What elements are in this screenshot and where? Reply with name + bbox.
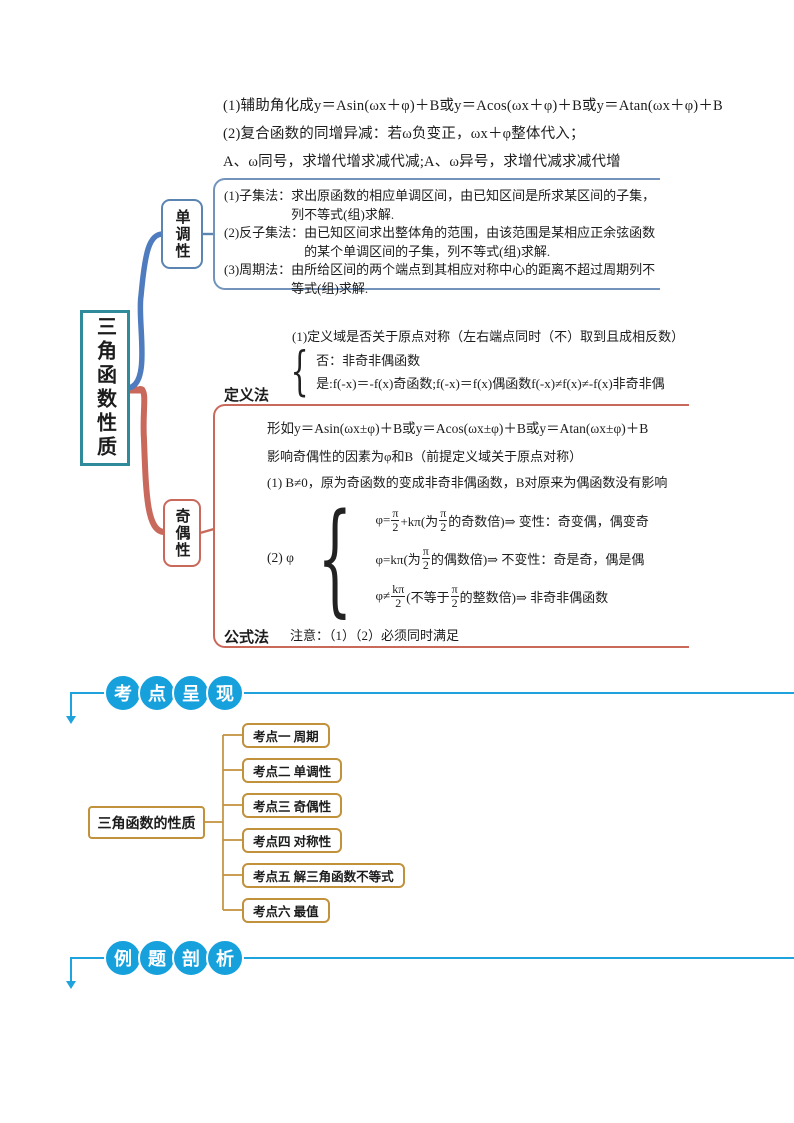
tree-leaf-monotonicity[interactable]: 考点二 单调性: [242, 758, 343, 783]
left-brace-icon: {: [290, 342, 309, 402]
tree-leaf-symmetry[interactable]: 考点四 对称性: [242, 828, 343, 853]
kaodian-circle-3: 呈: [172, 674, 210, 712]
kaodian-circle-2: 点: [138, 674, 176, 712]
formula-note: 注意：（1）（2）必须同时满足: [290, 628, 460, 643]
mindmap-node-monotonicity[interactable]: 单调性: [161, 199, 203, 269]
top-note-line-2: (2)复合函数的同增异减：若ω负变正，ωx＋φ整体代入；: [223, 126, 585, 142]
monotonicity-item: (3)周期法： 由所给区间的两个端点到其相应对称中心的距离不超过周期列不等式(组…: [224, 261, 656, 298]
liti-circle-2: 题: [138, 939, 176, 977]
item-body: 由已知区间求出整体角的范围，由该范围是某相应正余弦函数的某个单调区间的子集，列不…: [304, 225, 656, 259]
tree-leaf-extremum[interactable]: 考点六 最值: [242, 898, 330, 923]
formula-line-2: 影响奇偶性的因素为φ和B（前提定义域关于原点对称）: [267, 449, 583, 464]
tree-leaf-inequality[interactable]: 考点五 解三角函数不等式: [242, 863, 405, 888]
kaodian-circle-1: 考: [104, 674, 142, 712]
monotonicity-item: (1)子集法： 求出原函数的相应单调区间，由已知区间是所求某区间的子集，列不等式…: [224, 187, 656, 224]
top-note-line-3: A、ω同号，求增代增求减代减;A、ω异号，求增代减求减代增: [223, 154, 621, 170]
definition-case-no: 否：非奇非偶函数: [316, 353, 421, 368]
monotonicity-item: (2)反子集法： 由已知区间求出整体角的范围，由该范围是某相应正余弦函数的某个单…: [224, 224, 656, 261]
definition-case-yes: 是:f(-x)＝-f(x)奇函数;f(-x)＝f(x)偶函数f(-x)≠f(x)…: [316, 376, 665, 391]
kaodian-header-drop-line: [70, 692, 72, 717]
mindmap-node-parity[interactable]: 奇偶性: [163, 499, 201, 567]
tree-leaf-period[interactable]: 考点一 周期: [242, 723, 330, 748]
liti-circle-4: 析: [206, 939, 244, 977]
item-head: (1)子集法：: [224, 188, 292, 203]
liti-header-drop-line: [70, 957, 72, 982]
formula-line-1: 形如y＝Asin(ωx±φ)＋B或y＝Acos(ωx±φ)＋B或y＝Atan(ω…: [267, 421, 649, 436]
definition-line: (1)定义域是否关于原点对称（左右端点同时（不）取到且成相反数）: [292, 329, 685, 344]
top-notes: (1)辅助角化成y＝Asin(ωx＋φ)＋B或y＝Acos(ωx＋φ)＋B或y＝…: [223, 92, 789, 176]
liti-circle-1: 例: [104, 939, 142, 977]
item-head: (2)反子集法：: [224, 225, 305, 240]
top-note-line-1: (1)辅助角化成y＝Asin(ωx＋φ)＋B或y＝Acos(ωx＋φ)＋B或y＝…: [223, 98, 723, 114]
liti-circle-3: 剖: [172, 939, 210, 977]
formula-line-3: (1) B≠0，原为奇函数的变成非奇非偶函数，B对原来为偶函数没有影响: [267, 475, 668, 490]
item-body: 求出原函数的相应单调区间，由已知区间是所求某区间的子集，列不等式(组)求解.: [291, 188, 656, 222]
definition-method-label: 定义法: [224, 388, 270, 404]
mindmap-root-node[interactable]: 三角函数性质: [80, 310, 130, 466]
monotonicity-content-frame: (1)子集法： 求出原函数的相应单调区间，由已知区间是所求某区间的子集，列不等式…: [213, 178, 660, 296]
formula-method-label: 公式法: [224, 630, 270, 646]
definition-brace-group: { 否：非奇非偶函数 是:f(-x)＝-f(x)奇函数;f(-x)＝f(x)偶函…: [283, 342, 665, 402]
item-body: 由所给区间的两个端点到其相应对称中心的距离不超过周期列不等式(组)求解.: [291, 262, 656, 296]
kaodian-circle-4: 现: [206, 674, 244, 712]
phi-head: (2) φ: [267, 550, 294, 565]
tree-root-node[interactable]: 三角函数的性质: [88, 806, 205, 839]
formula-content-frame: [213, 404, 689, 648]
down-arrow-icon: [66, 716, 76, 724]
down-arrow-icon: [66, 981, 76, 989]
item-head: (3)周期法：: [224, 262, 292, 277]
tree-leaf-parity[interactable]: 考点三 奇偶性: [242, 793, 343, 818]
left-brace-icon: {: [317, 487, 353, 629]
liti-header-line: [70, 957, 794, 959]
kaodian-header-line: [70, 692, 794, 694]
